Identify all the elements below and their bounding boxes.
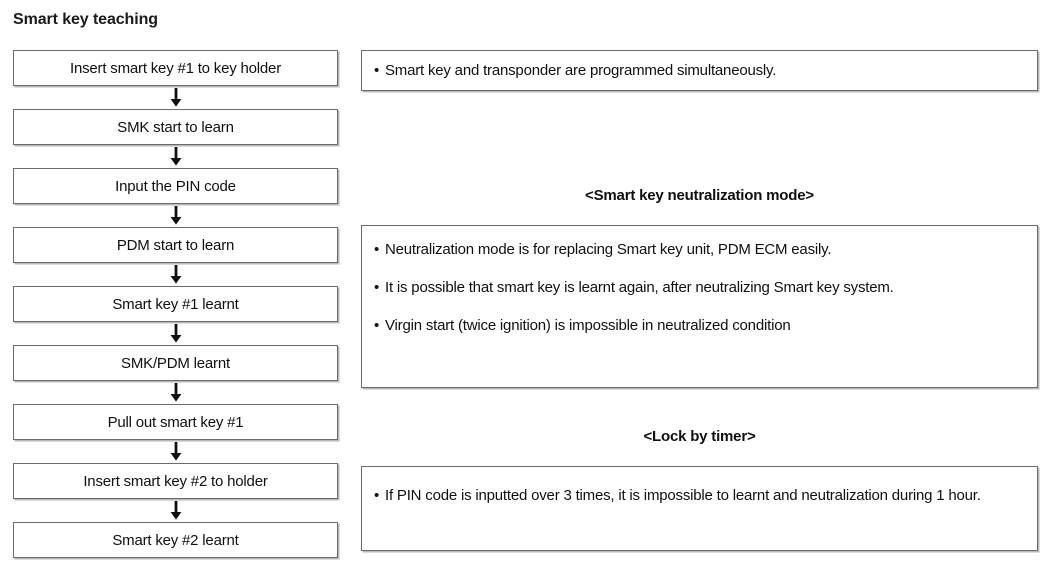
flow-step: Insert smart key #2 to holder	[13, 463, 338, 499]
flow-box-label: SMK start to learn	[117, 118, 234, 136]
flow-step: PDM start to learn	[13, 227, 338, 263]
note-box-neutralization: • Neutralization mode is for replacing S…	[361, 225, 1038, 388]
flow-box-label: Insert smart key #2 to holder	[83, 472, 268, 490]
flow-box: SMK start to learn	[13, 109, 338, 145]
arrow-down-icon	[169, 324, 183, 343]
flow-box: Input the PIN code	[13, 168, 338, 204]
note-text: If PIN code is inputted over 3 times, it…	[385, 487, 981, 504]
bullet-icon: •	[374, 317, 380, 334]
note-group-top: • Smart key and transponder are programm…	[361, 50, 1038, 91]
flow-box-label: Insert smart key #1 to key holder	[70, 59, 281, 77]
note-text: Smart key and transponder are programmed…	[385, 61, 777, 79]
note-line: • If PIN code is inputted over 3 times, …	[374, 486, 1023, 506]
arrow-down-icon	[169, 147, 183, 166]
flow-step: SMK start to learn	[13, 109, 338, 145]
flow-connector	[13, 204, 338, 227]
flow-step: Input the PIN code	[13, 168, 338, 204]
bullet-icon: •	[374, 487, 380, 504]
flow-box-label: Input the PIN code	[115, 177, 236, 195]
heading-lock-by-timer: <Lock by timer>	[643, 428, 756, 445]
flow-box: Insert smart key #2 to holder	[13, 463, 338, 499]
bullet-icon: •	[374, 241, 380, 258]
page-title: Smart key teaching	[13, 11, 158, 28]
flow-connector	[13, 440, 338, 463]
arrow-down-icon	[169, 88, 183, 107]
note-box-top: • Smart key and transponder are programm…	[361, 50, 1038, 91]
flow-box: Pull out smart key #1	[13, 404, 338, 440]
note-text: Virgin start (twice ignition) is impossi…	[385, 317, 791, 334]
arrow-down-icon	[169, 383, 183, 402]
arrow-down-icon	[169, 501, 183, 520]
bullet-icon: •	[374, 279, 380, 296]
flow-step: Smart key #2 learnt	[13, 522, 338, 558]
flow-box: Smart key #1 learnt	[13, 286, 338, 322]
flow-step: Smart key #1 learnt	[13, 286, 338, 322]
flow-box: PDM start to learn	[13, 227, 338, 263]
bullet-icon: •	[374, 61, 380, 79]
note-box-lock-by-timer: • If PIN code is inputted over 3 times, …	[361, 466, 1038, 551]
note-line: • It is possible that smart key is learn…	[374, 278, 1023, 298]
flow-box-label: Pull out smart key #1	[107, 413, 244, 431]
flow-box: Smart key #2 learnt	[13, 522, 338, 558]
flow-box: Insert smart key #1 to key holder	[13, 50, 338, 86]
flow-connector	[13, 263, 338, 286]
note-group-neutralization: • Neutralization mode is for replacing S…	[361, 225, 1038, 388]
flow-box-label: Smart key #2 learnt	[112, 531, 239, 549]
note-line: • Smart key and transponder are programm…	[374, 61, 776, 81]
flow-box-label: PDM start to learn	[116, 236, 235, 254]
heading-neutralization-mode: <Smart key neutralization mode>	[585, 187, 814, 204]
flow-connector	[13, 145, 338, 168]
note-text: Neutralization mode is for replacing Sma…	[385, 241, 832, 258]
arrow-down-icon	[169, 442, 183, 461]
flow-box-label: SMK/PDM learnt	[121, 354, 230, 372]
flow-box-label: Smart key #1 learnt	[112, 295, 239, 313]
flow-connector	[13, 322, 338, 345]
flow-connector	[13, 381, 338, 404]
flow-step: Insert smart key #1 to key holder	[13, 50, 338, 86]
flow-connector	[13, 499, 338, 522]
arrow-down-icon	[169, 206, 183, 225]
note-group-lock-by-timer: • If PIN code is inputted over 3 times, …	[361, 466, 1038, 551]
flow-connector	[13, 86, 338, 109]
arrow-down-icon	[169, 265, 183, 284]
note-line: • Neutralization mode is for replacing S…	[374, 240, 1023, 260]
note-text: It is possible that smart key is learnt …	[385, 279, 894, 296]
note-line: • Virgin start (twice ignition) is impos…	[374, 316, 1023, 336]
flow-step: Pull out smart key #1	[13, 404, 338, 440]
flow-step: SMK/PDM learnt	[13, 345, 338, 381]
flow-box: SMK/PDM learnt	[13, 345, 338, 381]
